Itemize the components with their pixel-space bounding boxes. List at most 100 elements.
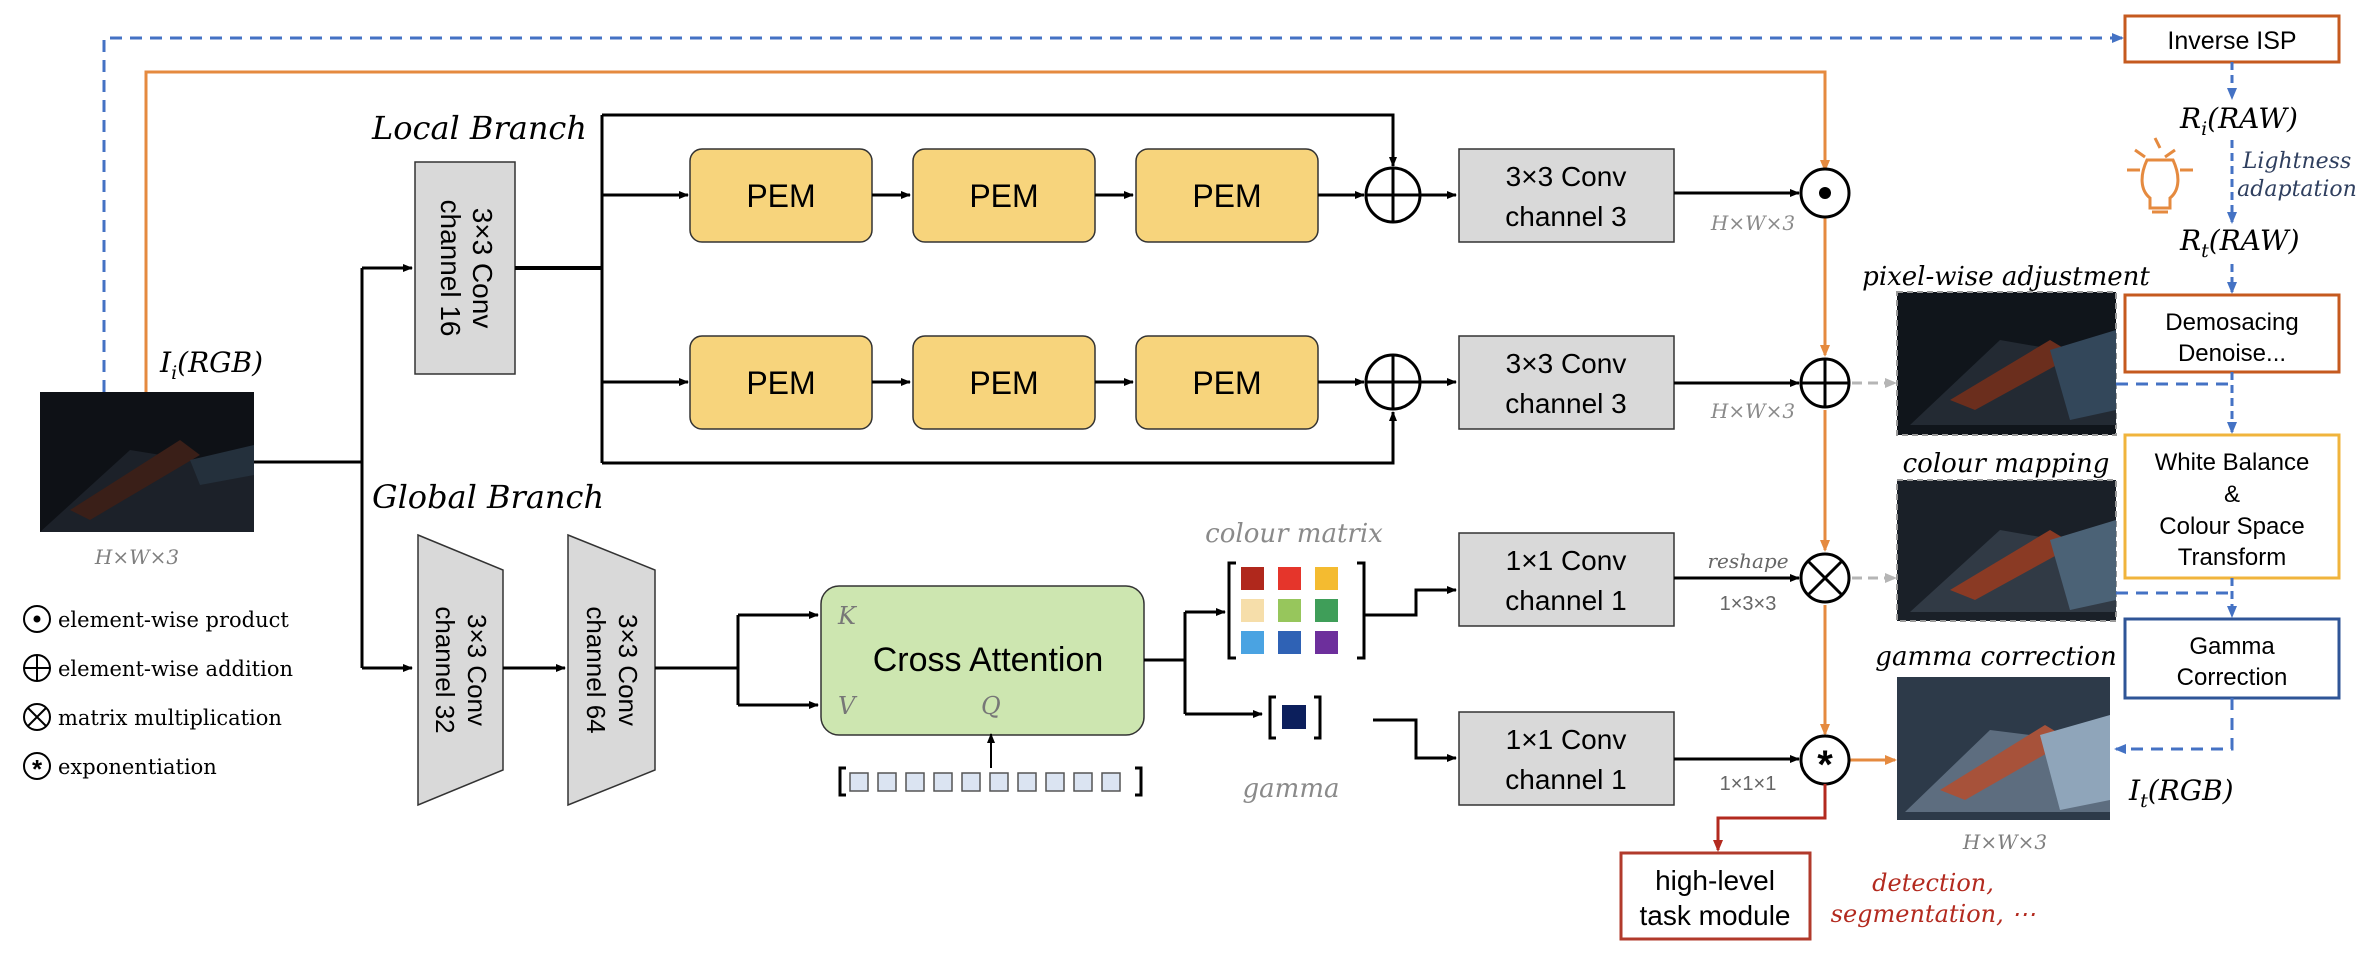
ca-q-label: Q (981, 692, 1001, 720)
gamma-label: gamma (1243, 774, 1340, 804)
pem-label: PEM (969, 178, 1038, 214)
conv-line1: 3×3 Conv (1506, 348, 1627, 379)
ri-raw-label: Ri(RAW) (2179, 102, 2298, 140)
legend-otimes-icon (23, 703, 51, 731)
legend-label: exponentiation (58, 755, 217, 779)
conv-line2: channel 1 (1505, 764, 1626, 795)
colour-matrix-cell (1315, 599, 1338, 622)
oplus-node-local-bottom (1364, 353, 1422, 411)
otimes-node (1799, 552, 1851, 604)
lightness-line2: adaptation (2237, 177, 2357, 202)
global-conv1-line1: 3×3 Conv (462, 614, 492, 726)
global-conv2-line1: 3×3 Conv (613, 614, 643, 726)
local-branch-title: Local Branch (371, 109, 587, 147)
legend-odot-icon (23, 605, 51, 633)
pem-label: PEM (746, 178, 815, 214)
conv-line2: channel 1 (1505, 585, 1626, 616)
white-balance-box (2123, 433, 2341, 580)
svg-text:*: * (1817, 743, 1833, 787)
local-out-dims-bottom: H×W×3 (1710, 399, 1795, 423)
colour-matrix-cell (1315, 631, 1338, 654)
gamma-cell (1282, 705, 1306, 729)
conv-1x1-matrix (1458, 532, 1675, 627)
pixel-wise-label: pixel-wise adjustment (1862, 262, 2150, 292)
gamma-dims: 1×1×1 (1720, 773, 1777, 795)
global-branch-title: Global Branch (372, 478, 604, 516)
legend-label: element-wise addition (58, 657, 293, 681)
oplus-node-local-top (1364, 166, 1422, 224)
ca-v-label: V (838, 692, 858, 720)
colour-matrix-cell (1241, 599, 1264, 622)
input-dims: H×W×3 (94, 545, 179, 569)
legend: element-wise product element-wise additi… (23, 605, 293, 784)
high-level-line2: task module (1640, 900, 1791, 931)
high-level-task-box (1619, 851, 1812, 941)
gamma-box-line2: Correction (2177, 664, 2288, 691)
gamma-correction-label: gamma correction (1875, 642, 2116, 672)
pixel-wise-image (1896, 291, 2117, 436)
ca-k-label: K (837, 602, 858, 630)
rt-raw-label: Rt(RAW) (2179, 224, 2300, 262)
demosaic-line2: Denoise... (2178, 340, 2286, 367)
global-conv-32 (417, 533, 504, 807)
colour-matrix (1227, 561, 1366, 660)
output-label: It(RGB) (2128, 774, 2234, 812)
demosaic-line1: Demosacing (2165, 309, 2298, 336)
gamma-vector (1268, 695, 1322, 740)
legend-asterisk-icon: * (23, 752, 51, 784)
input-label: Ii(RGB) (159, 346, 263, 384)
inverse-isp-label: Inverse ISP (2167, 27, 2296, 55)
legend-oplus-icon (23, 654, 51, 682)
tasks-line1: detection, (1872, 869, 1994, 897)
reshape-dims: 1×3×3 (1720, 593, 1777, 615)
query-tokens (838, 766, 1143, 797)
colour-matrix-cell (1278, 599, 1301, 622)
colour-matrix-cell (1278, 631, 1301, 654)
wb-line4: Transform (2178, 544, 2286, 571)
tasks-line2: segmentation, ⋯ (1831, 900, 2036, 928)
demosaic-box (2123, 293, 2341, 374)
colour-mapping-image (1896, 479, 2117, 622)
global-conv2-line2: channel 64 (581, 606, 611, 733)
lightness-line1: Lightness (2242, 149, 2352, 174)
high-level-line1: high-level (1655, 865, 1775, 896)
conv-line1: 3×3 Conv (1506, 161, 1627, 192)
pem-row-top: PEM PEM PEM (689, 148, 1365, 243)
pem-label: PEM (1192, 365, 1261, 401)
pem-label: PEM (969, 365, 1038, 401)
global-conv1-line2: channel 32 (430, 606, 460, 733)
local-out-dims-top: H×W×3 (1710, 211, 1795, 235)
cross-attention-title: Cross Attention (873, 641, 1104, 679)
conv-1x1-gamma (1458, 711, 1675, 806)
pem-label: PEM (1192, 178, 1261, 214)
pem-row-bottom: PEM PEM PEM (689, 335, 1365, 430)
colour-matrix-cell (1278, 567, 1301, 590)
colour-matrix-cell (1241, 567, 1264, 590)
local-out-conv-bottom (1458, 335, 1675, 430)
input-image (40, 392, 254, 532)
inverse-isp-box (2123, 14, 2341, 64)
local-conv-line1: 3×3 Conv (467, 208, 498, 329)
local-out-conv-top (1458, 148, 1675, 243)
output-dims: H×W×3 (1962, 830, 2047, 854)
conv-line1: 1×1 Conv (1506, 545, 1627, 576)
colour-matrix-cell (1241, 631, 1264, 654)
conv-line2: channel 3 (1505, 388, 1626, 419)
legend-label: element-wise product (58, 608, 289, 632)
odot-node (1799, 167, 1851, 219)
global-conv-64 (567, 533, 656, 807)
local-conv-box (414, 161, 516, 375)
pem-label: PEM (746, 365, 815, 401)
legend-label: matrix multiplication (58, 706, 282, 730)
svg-text:*: * (32, 754, 43, 784)
conv-line2: channel 3 (1505, 201, 1626, 232)
wb-line2: & (2224, 481, 2240, 508)
output-image (1897, 677, 2110, 820)
oplus-node-main (1799, 357, 1851, 409)
colour-mapping-label: colour mapping (1903, 449, 2110, 479)
wb-line1: White Balance (2155, 449, 2310, 476)
wb-line3: Colour Space (2159, 513, 2304, 540)
exponentiation-node: * (1799, 734, 1851, 787)
gamma-box-line1: Gamma (2189, 633, 2275, 660)
